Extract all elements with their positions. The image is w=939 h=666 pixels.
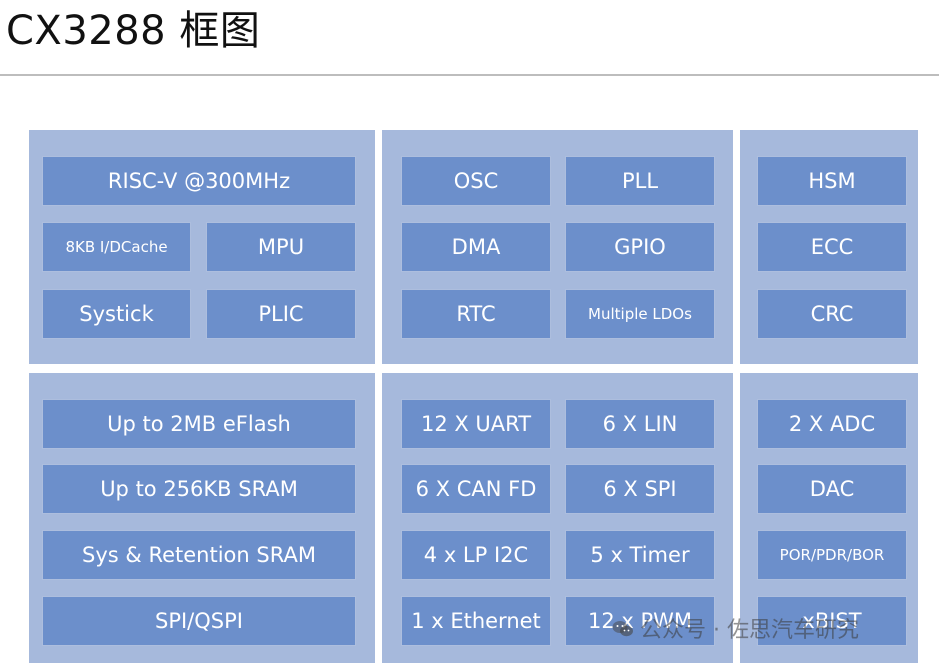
dma-block: DMA xyxy=(402,223,550,271)
lin-block: 6 X LIN xyxy=(566,400,714,448)
page-title: CX3288 框图 xyxy=(6,8,261,54)
hsm-block: HSM xyxy=(758,157,906,205)
osc-block: OSC xyxy=(402,157,550,205)
adc-block: 2 X ADC xyxy=(758,400,906,448)
canfd-block: 6 X CAN FD xyxy=(402,465,550,513)
dac-block: DAC xyxy=(758,465,906,513)
ethernet-block: 1 x Ethernet xyxy=(402,597,550,645)
wechat-icon xyxy=(612,619,634,637)
ldos-block: Multiple LDOs xyxy=(566,290,714,338)
pwm-block: 12 x PWM xyxy=(566,597,714,645)
gpio-block: GPIO xyxy=(566,223,714,271)
watermark: 公众号 · 佐思汽车研究 xyxy=(612,612,859,644)
plic-block: PLIC xyxy=(207,290,355,338)
title-divider xyxy=(0,74,939,76)
uart-block: 12 X UART xyxy=(402,400,550,448)
rtc-block: RTC xyxy=(402,290,550,338)
icache-block: 8KB I/DCache xyxy=(43,223,190,271)
watermark-text: 公众号 · 佐思汽车研究 xyxy=(640,618,859,643)
por-pdr-bor-block: POR/PDR/BOR xyxy=(758,531,906,579)
i2c-block: 4 x LP I2C xyxy=(402,531,550,579)
eflash-block: Up to 2MB eFlash xyxy=(43,400,355,448)
spi-qspi-block: SPI/QSPI xyxy=(43,597,355,645)
riscv-block: RISC-V @300MHz xyxy=(43,157,355,205)
sram-block: Up to 256KB SRAM xyxy=(43,465,355,513)
retention-sram-block: Sys & Retention SRAM xyxy=(43,531,355,579)
xbist-block: xBIST xyxy=(758,597,906,645)
timer-block: 5 x Timer xyxy=(566,531,714,579)
systick-block: Systick xyxy=(43,290,190,338)
pll-block: PLL xyxy=(566,157,714,205)
ecc-block: ECC xyxy=(758,223,906,271)
mpu-block: MPU xyxy=(207,223,355,271)
crc-block: CRC xyxy=(758,290,906,338)
spi-block: 6 X SPI xyxy=(566,465,714,513)
